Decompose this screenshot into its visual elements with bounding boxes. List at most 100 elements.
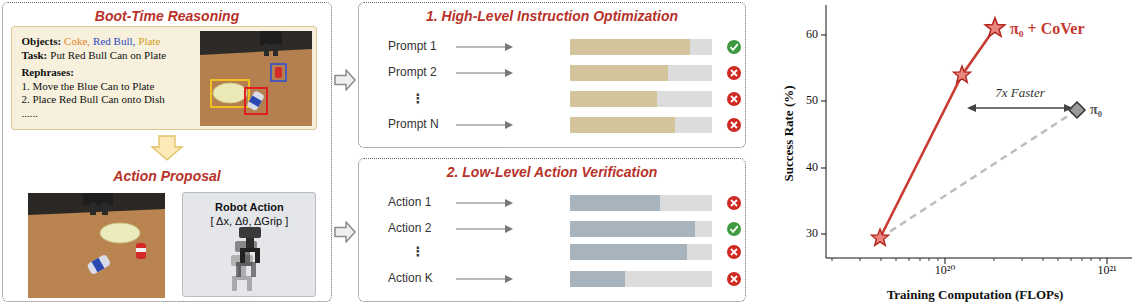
prompt-rows	[727, 40, 741, 54]
text-line: Rephrases:	[21, 66, 74, 78]
scene-photo	[136, 243, 146, 259]
action-rows	[727, 222, 741, 236]
row-label: Action 2	[388, 221, 431, 235]
tick-label-wrap: 40	[806, 161, 818, 175]
row-label-wrap: Prompt N	[388, 118, 439, 132]
chart-series	[985, 18, 1005, 37]
heading-row: 2. Low-Level Action Verification	[359, 163, 745, 181]
row-label-wrap: Action 1	[388, 196, 431, 210]
prompt-rows	[570, 91, 712, 107]
action-rows	[456, 278, 506, 279]
robot-gripper	[183, 225, 317, 293]
action-rows	[456, 202, 506, 203]
text-row: Robot Action	[183, 197, 315, 215]
chart-axes	[994, 258, 995, 261]
action-rows	[505, 199, 513, 207]
prompt-rows	[727, 92, 741, 106]
chart-axes	[821, 234, 826, 235]
ellipsis-wrap: ⋮	[412, 92, 425, 107]
heading-row: Boot-Time Reasoning	[3, 7, 331, 25]
scene-photo	[247, 91, 266, 112]
reasoning-text: Task:	[21, 49, 47, 61]
tick-label-wrap: 50	[806, 94, 818, 108]
scene-photo	[213, 83, 247, 103]
scene-photo	[200, 31, 312, 126]
tick-label: 10²⁰	[935, 263, 955, 277]
reasoning-text: Coke,	[64, 35, 90, 47]
chart-series	[871, 229, 888, 245]
panel-heading: 1. High-Level Instruction Optimization	[426, 8, 678, 24]
scene-photo	[86, 254, 111, 275]
scene-photo	[102, 203, 108, 215]
chart-axes	[1091, 258, 1092, 261]
scene-photo	[249, 96, 262, 108]
ellipsis: ⋮	[412, 244, 425, 259]
prompt-rows	[570, 91, 657, 107]
action-rows	[505, 275, 513, 283]
chart-axes	[821, 101, 826, 102]
prompt-rows	[727, 66, 741, 80]
reasoning-text: Plate	[138, 35, 160, 47]
text-line: 2. Place Red Bull Can onto Dish	[21, 93, 164, 105]
chart-axes	[920, 258, 921, 261]
scene-photo	[28, 193, 165, 298]
ellipsis-wrap: ⋮	[412, 245, 425, 260]
tick-label-wrap: 10²¹	[1097, 264, 1116, 278]
ellipsis: ⋮	[412, 91, 425, 106]
prompt-rows	[570, 117, 712, 133]
reasoning-box: Objects:Coke,Red Bull,PlateTask:Put Red …	[11, 26, 317, 130]
chart-axes	[860, 258, 861, 261]
text-row: [ Δx, Δθ, ΔGrip ]	[183, 211, 315, 229]
robot-gripper	[239, 227, 261, 263]
tick-label: 60	[806, 27, 818, 41]
action-rows	[727, 272, 741, 286]
action-text: [ Δx, Δθ, ΔGrip ]	[211, 215, 289, 227]
prompt-rows	[570, 65, 668, 81]
chart-series	[967, 104, 976, 112]
action-rows	[505, 225, 513, 233]
prompt-rows	[505, 43, 513, 51]
chart-series	[953, 66, 970, 82]
annotation: 7x Faster	[995, 85, 1044, 100]
reasoning-text: Objects:	[21, 35, 61, 47]
chart-series	[880, 110, 1077, 238]
scene-photo	[200, 49, 312, 126]
chart-axes	[1082, 258, 1083, 261]
tick-label: 40	[806, 160, 818, 174]
chart-axes	[821, 168, 826, 169]
series-label-wrap: π₀ + CoVer	[1010, 20, 1085, 38]
prompt-rows	[456, 72, 506, 73]
reasoning-text: 2. Place Red Bull Can onto Dish	[21, 93, 164, 105]
axis-title: Training Computation (FLOPs)	[887, 287, 1064, 302]
prompt-rows	[570, 117, 675, 133]
scene-photo	[211, 80, 249, 107]
chart-axes	[826, 258, 1132, 259]
chart-series	[1069, 102, 1085, 118]
scene-photo	[136, 248, 146, 252]
prompt-rows	[570, 65, 712, 81]
action-rows	[456, 195, 741, 287]
scene-photo	[28, 193, 165, 298]
scene-photo	[200, 31, 312, 126]
text-line: Objects:Coke,Red Bull,Plate	[21, 35, 160, 47]
chart-axes	[821, 35, 826, 36]
action-rows	[456, 228, 506, 229]
reasoning-text: ......	[21, 107, 38, 119]
action-rows	[570, 244, 712, 260]
row-label: Prompt N	[388, 117, 439, 131]
series-label-wrap: π₀	[1090, 102, 1102, 118]
action-rows	[570, 221, 712, 237]
chart-axes	[832, 258, 1100, 261]
prompt-rows	[570, 39, 712, 55]
chart-series	[1064, 104, 1073, 112]
row-label-wrap: Prompt 1	[388, 40, 437, 54]
chart-axes	[1100, 258, 1101, 261]
prompt-rows	[727, 118, 741, 132]
scene-photo	[260, 31, 282, 45]
panel-heading: Boot-Time Reasoning	[95, 8, 239, 24]
scene-photo	[245, 88, 267, 114]
reasoning-text: Red Bull,	[93, 35, 135, 47]
series-label: π₀	[1090, 102, 1102, 117]
prompt-rows	[505, 121, 513, 129]
